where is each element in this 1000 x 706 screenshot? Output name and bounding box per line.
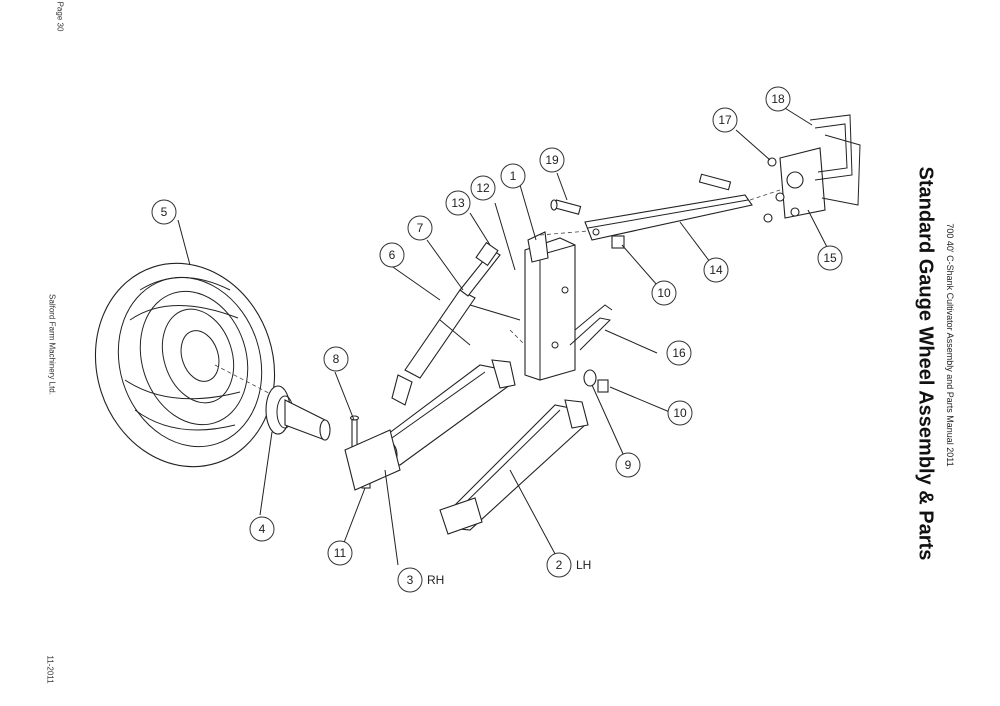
bolt-8 xyxy=(349,415,360,449)
callout-12: 12 xyxy=(470,175,496,201)
svg-text:18: 18 xyxy=(771,92,785,106)
callout-17: 17 xyxy=(712,107,738,133)
arm-lh xyxy=(439,399,589,535)
callout-7: 7 xyxy=(407,215,433,241)
svg-text:10: 10 xyxy=(673,406,687,420)
callout-4: 4 xyxy=(249,516,275,542)
bolt-19 xyxy=(550,199,582,215)
cylinder xyxy=(391,241,501,406)
u-bolts-18 xyxy=(809,114,861,206)
svg-text:6: 6 xyxy=(389,248,396,262)
arm-rh xyxy=(344,359,516,491)
callout-5: 5 xyxy=(151,199,177,225)
leader-lines xyxy=(177,104,831,566)
bolt-14 xyxy=(698,173,732,191)
svg-text:3: 3 xyxy=(407,573,414,587)
label-lh: LH xyxy=(576,558,591,572)
svg-text:9: 9 xyxy=(625,458,632,472)
svg-text:7: 7 xyxy=(417,221,424,235)
callout-10-lower: 10 xyxy=(667,400,693,426)
mount-plate xyxy=(779,147,826,219)
washer-9 xyxy=(583,369,597,387)
vertical-mount xyxy=(524,231,576,381)
tire xyxy=(94,262,276,468)
callout-8: 8 xyxy=(323,346,349,372)
svg-text:4: 4 xyxy=(259,522,266,536)
svg-text:2: 2 xyxy=(556,558,563,572)
svg-text:12: 12 xyxy=(476,181,490,195)
callout-9: 9 xyxy=(615,452,641,478)
nut-10-lower xyxy=(597,379,609,393)
callout-6: 6 xyxy=(379,242,405,268)
svg-text:17: 17 xyxy=(718,113,732,127)
callout-18: 18 xyxy=(765,86,791,112)
callout-11: 11 xyxy=(327,540,353,566)
svg-text:1: 1 xyxy=(510,169,517,183)
callout-2: 2 xyxy=(546,552,572,578)
u-bolt-16 xyxy=(569,304,613,351)
svg-text:11: 11 xyxy=(334,546,347,560)
svg-text:19: 19 xyxy=(545,153,559,167)
label-rh: RH xyxy=(427,573,444,587)
long-arm xyxy=(584,194,753,241)
callout-14: 14 xyxy=(703,257,729,283)
svg-text:16: 16 xyxy=(672,346,686,360)
callout-10-upper: 10 xyxy=(651,280,677,306)
callout-1: 1 xyxy=(500,163,526,189)
svg-text:15: 15 xyxy=(823,251,837,265)
svg-text:13: 13 xyxy=(451,196,465,210)
svg-text:14: 14 xyxy=(709,263,723,277)
svg-text:5: 5 xyxy=(161,205,168,219)
callout-16: 16 xyxy=(666,340,692,366)
callout-19: 19 xyxy=(539,147,565,173)
nut-10-upper xyxy=(611,235,625,249)
hub-spindle xyxy=(265,385,331,441)
callout-15: 15 xyxy=(817,245,843,271)
svg-text:10: 10 xyxy=(657,286,671,300)
svg-text:8: 8 xyxy=(333,352,340,366)
callout-13: 13 xyxy=(445,190,471,216)
callout-3: 3 xyxy=(397,567,423,593)
